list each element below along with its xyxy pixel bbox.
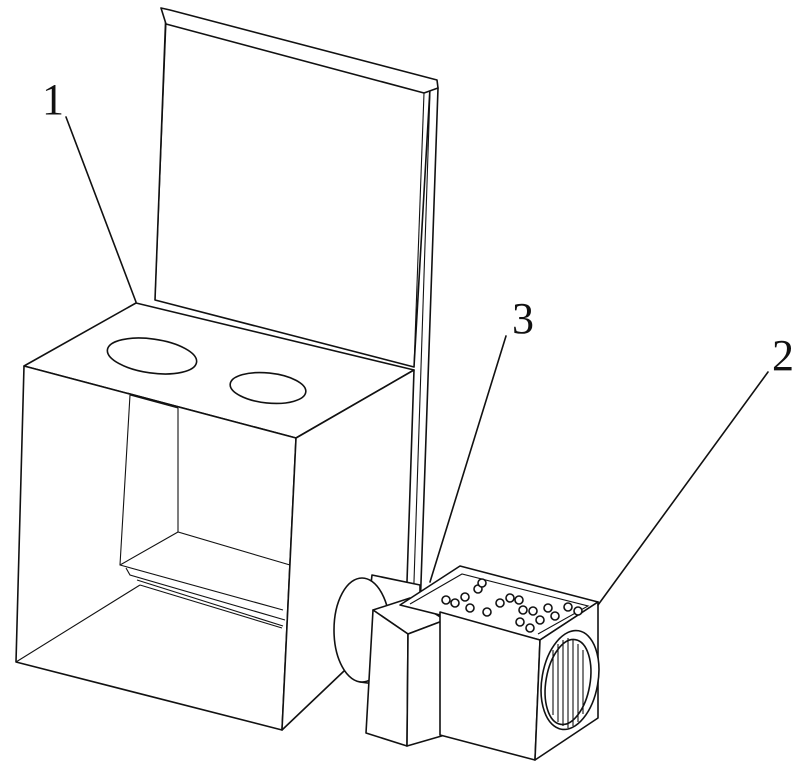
label-1: 1 — [42, 75, 64, 124]
leader-1 — [66, 117, 136, 302]
coil-fins — [553, 638, 583, 728]
leader-2 — [598, 372, 768, 605]
label-2: 2 — [772, 331, 794, 380]
leader-3 — [430, 336, 506, 582]
label-3: 3 — [512, 294, 534, 343]
